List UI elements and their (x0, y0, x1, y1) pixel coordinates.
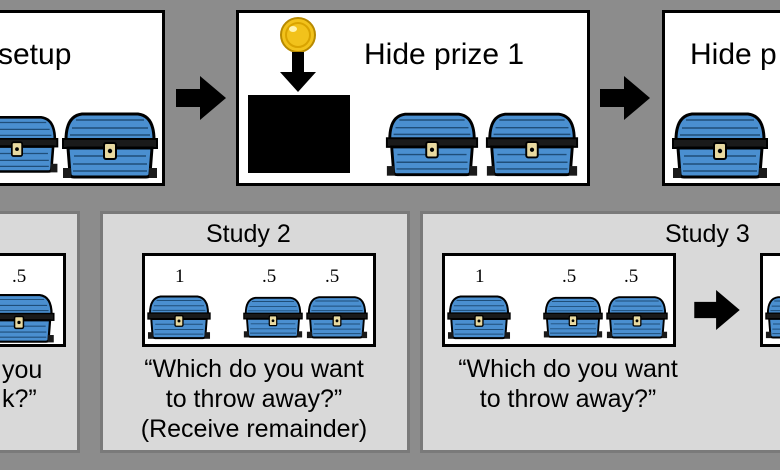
treasure-chest-icon (384, 108, 480, 180)
study-1-question-line-2: k?” (2, 385, 37, 413)
study-2-question: “Which do you want to throw away?” (Rece… (104, 354, 404, 444)
study-2-question-line-2: to throw away?” (165, 385, 343, 413)
black-cover-box (248, 95, 350, 173)
chest-probability: .5 (624, 266, 639, 287)
chest-probability: 1 (175, 266, 185, 287)
down-arrow-icon (280, 52, 316, 92)
treasure-chest-icon (146, 292, 212, 342)
chest-probability: .5 (562, 266, 577, 287)
hide-prize-2-title: Hide p (690, 38, 777, 71)
treasure-chest-icon (605, 292, 669, 342)
right-arrow-icon (600, 76, 650, 120)
study-3-title: Study 3 (665, 220, 750, 248)
treasure-chest-icon (764, 292, 780, 342)
chest-probability: .5 (12, 266, 27, 287)
treasure-chest-icon (60, 108, 160, 182)
treasure-chest-icon (670, 108, 770, 182)
treasure-chest-icon (0, 292, 56, 344)
treasure-chest-icon (305, 292, 369, 342)
chest-probability: 1 (475, 266, 485, 287)
treasure-chest-icon (0, 108, 60, 180)
study-2-title: Study 2 (206, 220, 291, 248)
treasure-chest-icon (542, 292, 604, 342)
right-arrow-icon (694, 290, 740, 330)
hide-prize-1-title: Hide prize 1 (364, 38, 525, 71)
study-3-question: “Which do you want to throw away?” (420, 354, 716, 414)
chest-probability: .5 (262, 266, 277, 287)
treasure-chest-icon (446, 292, 512, 342)
treasure-chest-icon (484, 108, 580, 180)
right-arrow-icon (176, 76, 226, 120)
study-1-question-line-1: you (2, 356, 43, 384)
study-3-question-line-1: “Which do you want (458, 355, 678, 383)
study-3-question-line-2: to throw away?” (479, 385, 657, 413)
treasure-chest-icon (242, 292, 304, 342)
setup-title: setup (0, 38, 72, 71)
study-2-note: (Receive remainder) (140, 415, 368, 443)
gold-coin-icon (280, 17, 316, 53)
study-2-question-line-1: “Which do you want (144, 355, 364, 383)
chest-probability: .5 (325, 266, 340, 287)
